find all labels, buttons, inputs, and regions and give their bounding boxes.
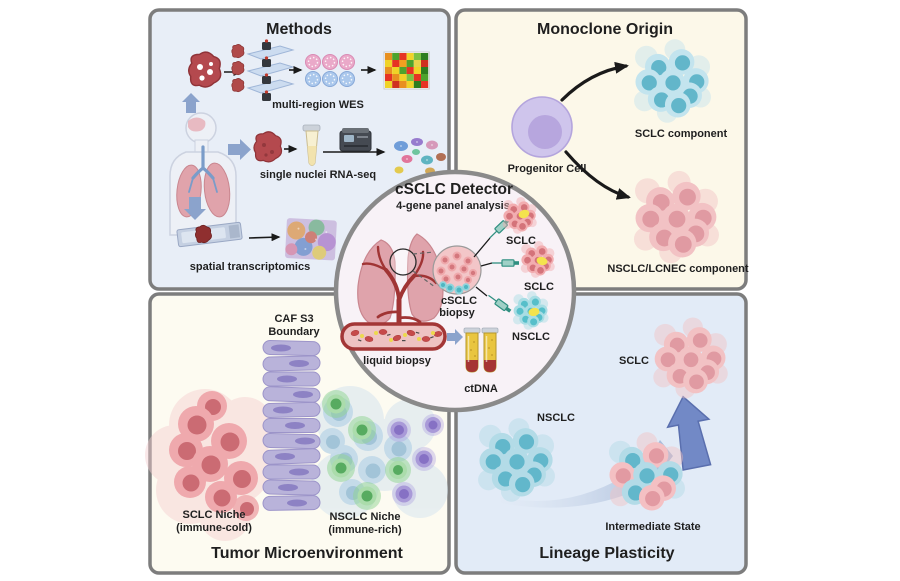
intermediate-cluster-icon — [609, 432, 685, 511]
syringe-lines — [473, 237, 493, 297]
heatmap-icon — [383, 51, 430, 90]
caf-label-line1: CAF S3 — [274, 313, 313, 325]
sequencer-icon — [339, 128, 372, 152]
nsclc-niche-icon — [311, 386, 448, 519]
small-right-arrow-icon — [447, 329, 463, 345]
marker-yellow-blob — [518, 209, 530, 219]
immune-purple-cells-icon — [387, 414, 444, 506]
biopsy-label-line1: cSCLC — [441, 295, 477, 307]
curved-arrow-down-icon — [564, 150, 631, 200]
liquid-biopsy-label: liquid biopsy — [363, 355, 432, 367]
lens-connector-lines — [412, 251, 436, 288]
tissue-slides-icon — [231, 39, 294, 101]
sample-tube-icon — [302, 124, 321, 166]
lineage-sclc-label: SCLC — [619, 355, 649, 367]
sclc-component-label: SCLC component — [635, 128, 728, 140]
marker-yellow-blob — [528, 307, 540, 317]
curved-arrow-up-icon — [560, 61, 629, 102]
detector-title: cSCLC Detector — [395, 181, 513, 198]
lineage-up-arrow-icon — [666, 395, 712, 471]
caf-label-line2: Boundary — [268, 326, 320, 338]
immune-green-cells-icon — [322, 390, 411, 510]
detector-sclc-label-top: SCLC — [506, 235, 536, 247]
biopsy-label-line2: biopsy — [439, 307, 475, 319]
methods-title: Methods — [266, 21, 332, 38]
up-block-arrow-icon — [182, 93, 200, 113]
marker-yellow-blob — [536, 256, 548, 266]
detector-nsclc-label: NSCLC — [512, 331, 550, 343]
detector-circle: cSCLC Detector 4-gene panel analysis — [333, 169, 577, 413]
wes-label: multi-region WES — [272, 99, 364, 111]
lineage-title: Lineage Plasticity — [539, 545, 674, 562]
blood-vessel-icon — [340, 322, 447, 351]
sclc-niche-label-line2: (immune-cold) — [176, 522, 252, 534]
nsclc-component-label: NSCLC/LCNEC component — [607, 263, 749, 275]
detector-sclc-label-mid: SCLC — [524, 281, 554, 293]
spatial-map-icon — [285, 218, 337, 261]
intermediate-label: Intermediate State — [605, 521, 700, 533]
dissociated-cells-icon — [305, 54, 355, 87]
csclc-biopsy-icon — [432, 245, 482, 295]
detector-subtitle: 4-gene panel analysis — [396, 200, 510, 212]
tissue-slide-icon — [176, 221, 243, 248]
lineage-nsclc-label: NSCLC — [537, 412, 575, 424]
progenitor-label: Progenitor Cell — [508, 163, 587, 175]
umap-clusters-icon — [394, 138, 446, 175]
caf-boundary-icon — [262, 339, 321, 511]
ctdna-tubes-icon — [463, 327, 499, 373]
lens-circle-icon — [389, 248, 417, 276]
biopsy-teal-cells — [439, 281, 470, 295]
right-block-arrow-icon — [228, 139, 251, 160]
tme-title: Tumor Microenvironment — [211, 545, 403, 562]
tumor-sample-icon — [253, 131, 283, 163]
methods-panel: Methods — [148, 8, 451, 291]
spatial-label: spatial transcriptomics — [190, 261, 310, 273]
progenitor-cell-icon — [511, 96, 573, 158]
nsclc-niche-label-line1: NSCLC Niche — [330, 511, 401, 523]
arrow-icon — [248, 233, 281, 242]
sclc-niche-icon — [145, 389, 273, 541]
rna-label: single nuclei RNA-seq — [260, 169, 376, 181]
monoclone-title: Monoclone Origin — [537, 21, 673, 38]
ctdna-label: ctDNA — [464, 383, 498, 395]
tumor-icon — [188, 51, 222, 88]
down-block-arrow-icon — [184, 197, 206, 220]
nsclc-niche-label-line2: (immune-rich) — [328, 524, 402, 536]
sclc-niche-label-line1: SCLC Niche — [183, 509, 246, 521]
